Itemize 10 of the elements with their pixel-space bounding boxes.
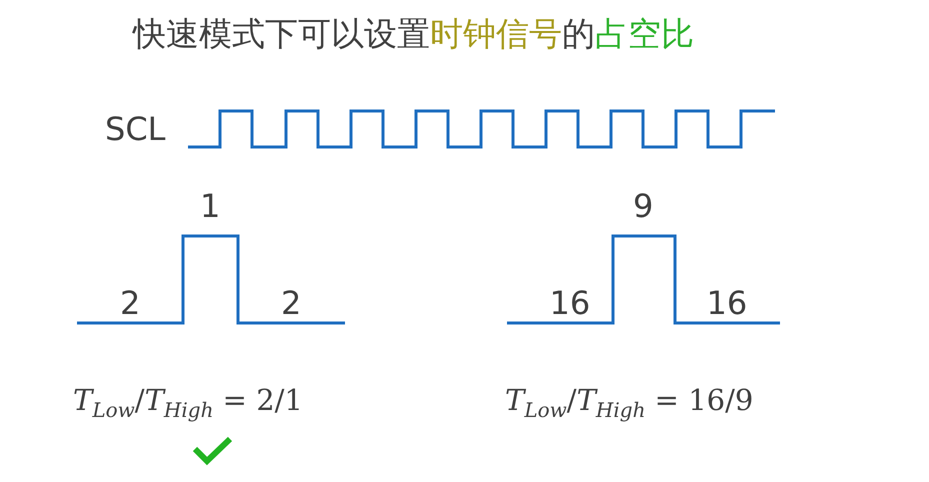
duration-number: 2 <box>120 287 140 319</box>
ratio-formula: T$_{Low}$/T$_{High}$ = 16/9 <box>505 386 754 420</box>
duration-number: 16 <box>550 287 590 319</box>
duration-number: 2 <box>281 287 302 319</box>
duration-number: 1 <box>200 190 220 222</box>
signal-name: SCL <box>105 113 166 145</box>
ratio-formula: T$_{Low}$/T$_{High}$ = 2/1 <box>73 386 303 420</box>
title: 快速模式下可以设置时钟信号的占空比 <box>133 17 694 50</box>
duration-number: 16 <box>706 287 748 319</box>
duration-number: 9 <box>633 190 654 222</box>
